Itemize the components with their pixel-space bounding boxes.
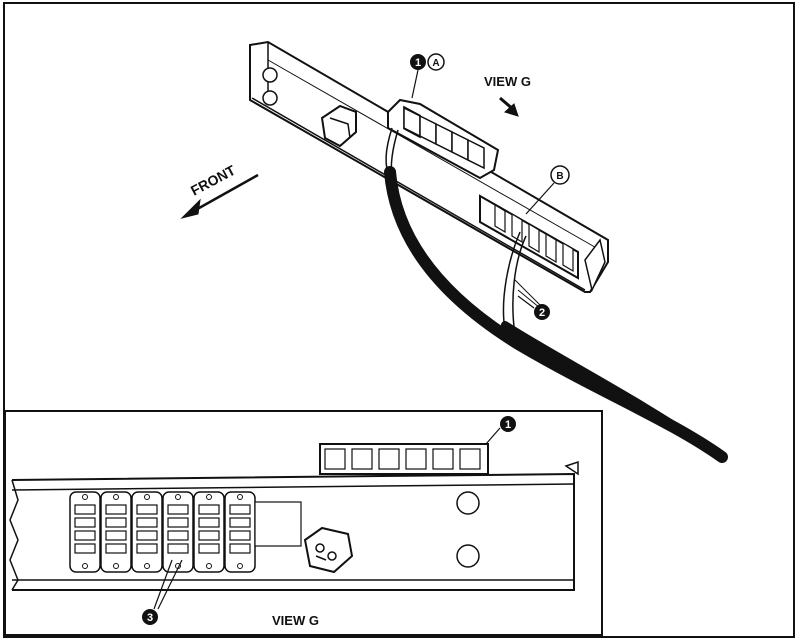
callout-a-marker	[427, 53, 445, 71]
callout-b-marker	[550, 165, 570, 185]
front-label: FRONT	[188, 162, 238, 199]
connector-block-b	[479, 194, 579, 280]
inset-callout-3: 3	[142, 559, 183, 625]
wiring-harness	[384, 166, 728, 463]
callout-2-marker	[534, 304, 550, 320]
svg-text:1: 1	[415, 57, 421, 69]
svg-text:B: B	[556, 171, 563, 182]
inset-hole-lower	[456, 544, 480, 568]
inset-connector-modules	[69, 491, 302, 573]
figure-border	[3, 2, 795, 638]
svg-text:1: 1	[505, 419, 511, 431]
inset-callout-1: 1	[485, 416, 516, 445]
rail-hole-lower	[262, 90, 278, 106]
rail-bracket-clip	[320, 104, 357, 148]
view-g-indicator: VIEW G	[484, 74, 531, 117]
inset-view-title: VIEW G	[272, 613, 319, 628]
inset-relay-row	[319, 443, 489, 475]
inset-view-g: 1 3 VIEW G	[4, 410, 603, 636]
svg-text:3: 3	[147, 612, 153, 624]
callout-1-marker	[410, 54, 426, 70]
inset-hole-upper	[456, 491, 480, 515]
callout-2: 2	[517, 295, 550, 320]
inset-clip-device	[303, 526, 354, 574]
front-arrow: FRONT	[180, 162, 259, 219]
connector-block-a	[387, 98, 500, 180]
callout-1-a: 1 A	[410, 53, 445, 99]
callout-b: B	[525, 165, 570, 215]
view-g-label: VIEW G	[484, 74, 531, 89]
rail-hole-upper	[262, 67, 278, 83]
svg-text:A: A	[432, 58, 439, 69]
svg-text:2: 2	[539, 307, 545, 319]
